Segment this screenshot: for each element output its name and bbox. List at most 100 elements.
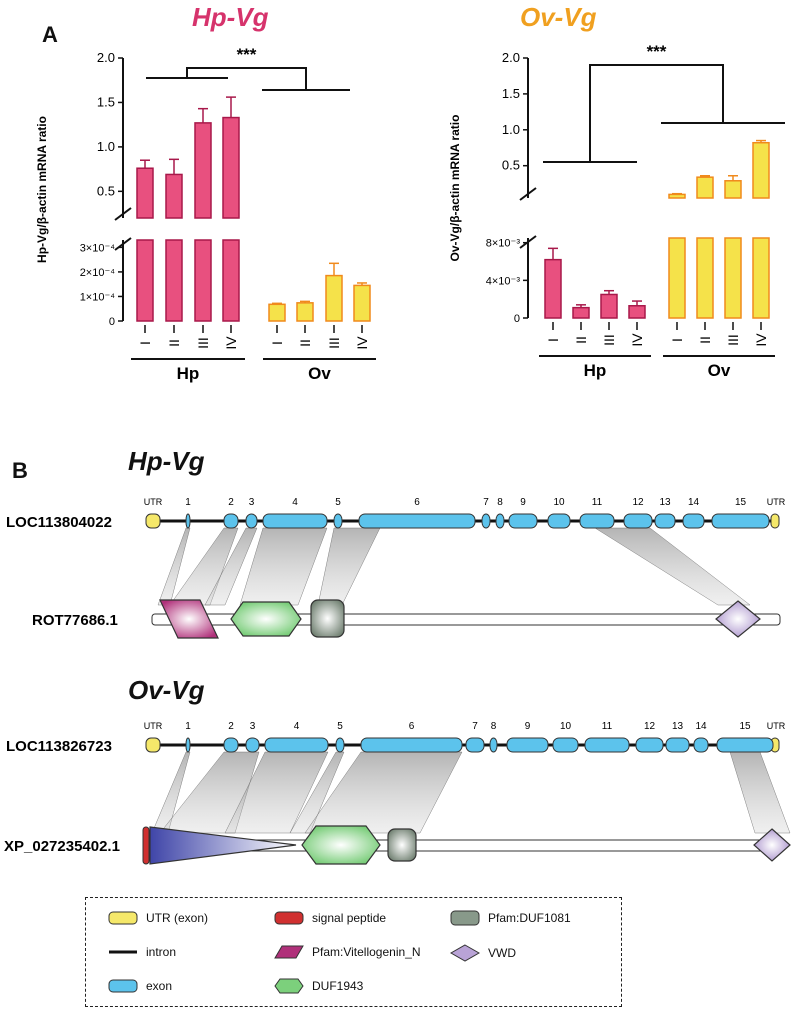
- exon-number-label: 7: [472, 721, 478, 732]
- exon-number-label: 3: [249, 497, 255, 508]
- vwd-domain: [715, 600, 761, 638]
- exon-number-label: 1: [185, 721, 191, 732]
- group-label-hp: Hp: [177, 364, 200, 383]
- utr-swatch-icon: [108, 911, 138, 925]
- legend-duf1081: Pfam:DUF1081: [450, 910, 571, 926]
- significance-bracket: [589, 64, 724, 162]
- exon-number-label: 12: [644, 721, 656, 732]
- legend-vitellogenin-n: Pfam:Vitellogenin_N: [274, 944, 421, 960]
- gene-id-label: LOC113804022: [6, 514, 112, 531]
- exon-2: [223, 737, 239, 753]
- legend-label: VWD: [488, 946, 516, 960]
- bar: [600, 293, 618, 319]
- exon-14: [682, 513, 705, 529]
- y-tick-label: 2.0: [502, 50, 520, 65]
- bar: [222, 239, 240, 322]
- exon-13: [654, 513, 676, 529]
- exon-number-label: 9: [520, 497, 526, 508]
- bar: [696, 237, 714, 319]
- y-tick-label: 2.0: [97, 50, 115, 65]
- legend-label: DUF1943: [312, 979, 364, 993]
- bar: [268, 303, 286, 322]
- significance-stars: ***: [237, 45, 257, 64]
- exon-8: [495, 513, 505, 529]
- x-tick-label: IV: [629, 333, 645, 347]
- legend-utr: UTR (exon): [108, 910, 208, 926]
- protein-id-label: XP_027235402.1: [4, 838, 120, 855]
- exon-8: [489, 737, 498, 753]
- exon-number-label: 15: [735, 497, 747, 508]
- bar: [325, 274, 343, 322]
- exon-9: [506, 737, 549, 753]
- exon-number-label: 12: [632, 497, 644, 508]
- bar: [296, 302, 314, 322]
- legend-signal-peptide: signal peptide: [274, 910, 386, 926]
- y-tick-label: 1×10⁻⁴: [80, 291, 116, 303]
- y-axis-label: Ov-Vg/β-actin mRNA ratio: [448, 115, 462, 262]
- y-tick-label: 1.0: [97, 139, 115, 154]
- legend-label: exon: [146, 979, 173, 993]
- hexagon-icon: [274, 978, 304, 994]
- rounded-square-icon: [450, 910, 480, 926]
- y-tick-label: 1.5: [97, 94, 115, 109]
- bar: [696, 176, 714, 199]
- utr-3-exon: [770, 513, 780, 529]
- exon-number-label: 14: [695, 721, 707, 732]
- signal-peptide-domain: [142, 826, 150, 865]
- y-tick-label: 0: [514, 313, 520, 325]
- x-tick-label: I: [545, 338, 561, 342]
- utr-5-exon: [145, 737, 161, 753]
- exon-number-label: 3: [250, 721, 256, 732]
- exon-number-label: 4: [292, 497, 298, 508]
- exon-10: [552, 737, 579, 753]
- exon-2: [223, 513, 239, 529]
- duf1081-domain: [310, 599, 345, 638]
- exon-11: [584, 737, 630, 753]
- bar: [194, 239, 212, 322]
- exon-3: [245, 513, 258, 529]
- protein-id-label: ROT77686.1: [32, 612, 118, 629]
- exon-10: [547, 513, 571, 529]
- exon-15: [716, 737, 774, 753]
- y-axis-label: Hp-Vg/β-actin mRNA ratio: [35, 116, 49, 263]
- exon-14: [693, 737, 709, 753]
- bar: [544, 258, 562, 319]
- exon-number-label: 1: [185, 497, 191, 508]
- exon-domain-mapping: [729, 751, 791, 834]
- utr-label: UTR: [767, 721, 786, 731]
- signal-peptide-swatch-icon: [274, 911, 304, 925]
- exon-number-label: 4: [294, 721, 300, 732]
- bar: [724, 237, 742, 319]
- x-tick-label: I: [137, 341, 153, 345]
- panel-a-charts: 0.51.01.52.001×10⁻⁴2×10⁻⁴3×10⁻⁴Hp-Vg/β-a…: [35, 42, 785, 383]
- exon-4: [262, 513, 328, 529]
- y-tick-label: 2×10⁻⁴: [80, 267, 116, 279]
- exon-number-label: 2: [228, 721, 234, 732]
- gene-id-label: LOC113826723: [6, 738, 112, 755]
- bar: [724, 180, 742, 199]
- exon-number-label: 14: [688, 497, 700, 508]
- utr-label: UTR: [144, 497, 163, 507]
- exon-12: [623, 513, 653, 529]
- gene-title-ov-vg: Ov-Vg: [128, 675, 205, 705]
- x-tick-label: IV: [223, 336, 239, 350]
- bar: [668, 237, 686, 319]
- y-tick-label: 4×10⁻³: [486, 275, 521, 287]
- intron-line-icon: [109, 950, 137, 954]
- bar: [668, 193, 686, 199]
- bar: [165, 239, 183, 322]
- exon-number-label: 13: [659, 497, 671, 508]
- exon-6: [360, 737, 463, 753]
- legend-label: intron: [146, 945, 177, 959]
- duf1943-domain: [301, 825, 381, 865]
- x-tick-label: III: [601, 334, 617, 346]
- bar: [136, 239, 154, 322]
- x-tick-label: IV: [354, 336, 370, 350]
- utr-label: UTR: [144, 721, 163, 731]
- gene-title-hp-vg: Hp-Vg: [128, 446, 205, 476]
- y-tick-label: 1.5: [502, 86, 520, 101]
- exon-3: [245, 737, 260, 753]
- exon-number-label: 8: [497, 497, 503, 508]
- x-tick-label: II: [697, 336, 713, 344]
- x-tick-label: II: [573, 336, 589, 344]
